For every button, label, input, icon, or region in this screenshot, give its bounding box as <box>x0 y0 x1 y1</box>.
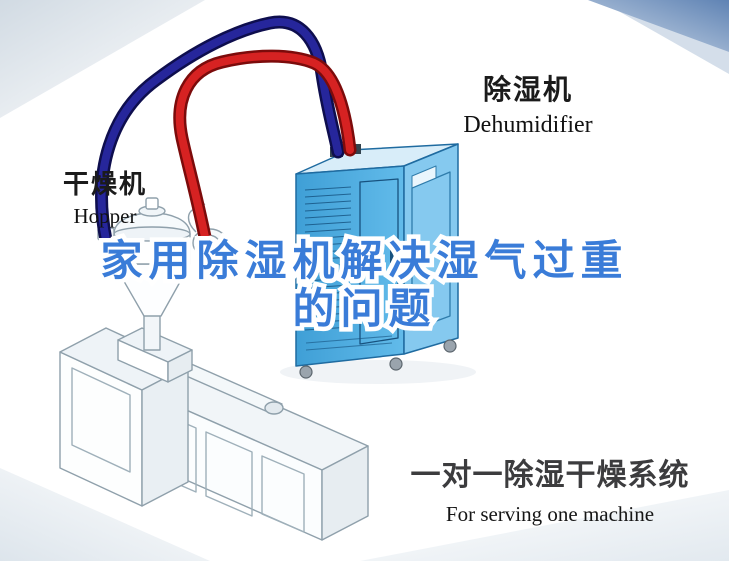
dehumidifier-label-cn: 除湿机 <box>482 74 573 105</box>
vent-grille <box>304 186 352 331</box>
footer-subtitle-en: For serving one machine <box>445 502 655 526</box>
footer-title-cn: 一对一除湿干燥系统 <box>410 459 690 492</box>
hose-red <box>173 49 357 259</box>
dehumidifier-label: 除湿机 Dehumidifier <box>438 68 618 139</box>
hopper-label-cn: 干燥机 <box>62 169 147 199</box>
extruder-illustration <box>59 327 369 541</box>
caster-wheels <box>299 339 457 379</box>
hoses <box>95 15 357 259</box>
headline-line2-outline: 的问题 <box>288 281 437 336</box>
dehumidifier-label-en: Dehumidifier <box>463 112 593 138</box>
footer-caption: 一对一除湿干燥系统 For serving one machine <box>390 450 710 527</box>
headline-line1-outline: 家用除湿机解决湿气过重 <box>96 233 629 288</box>
headline: 家用除湿机解决湿气过重 家用除湿机解决湿气过重 的问题 的问题 <box>0 233 729 336</box>
headline-line2: 的问题 的问题 <box>0 281 729 336</box>
hopper-label: 干燥机 Hopper <box>40 164 170 229</box>
headline-line1: 家用除湿机解决湿气过重 家用除湿机解决湿气过重 <box>0 233 729 288</box>
headline-line2-text: 的问题 <box>292 285 437 332</box>
headline-line1-text: 家用除湿机解决湿气过重 <box>100 237 629 284</box>
dehumidifier-illustration <box>280 143 476 384</box>
hose-navy <box>95 15 345 247</box>
hopper-label-en: Hopper <box>73 204 137 228</box>
